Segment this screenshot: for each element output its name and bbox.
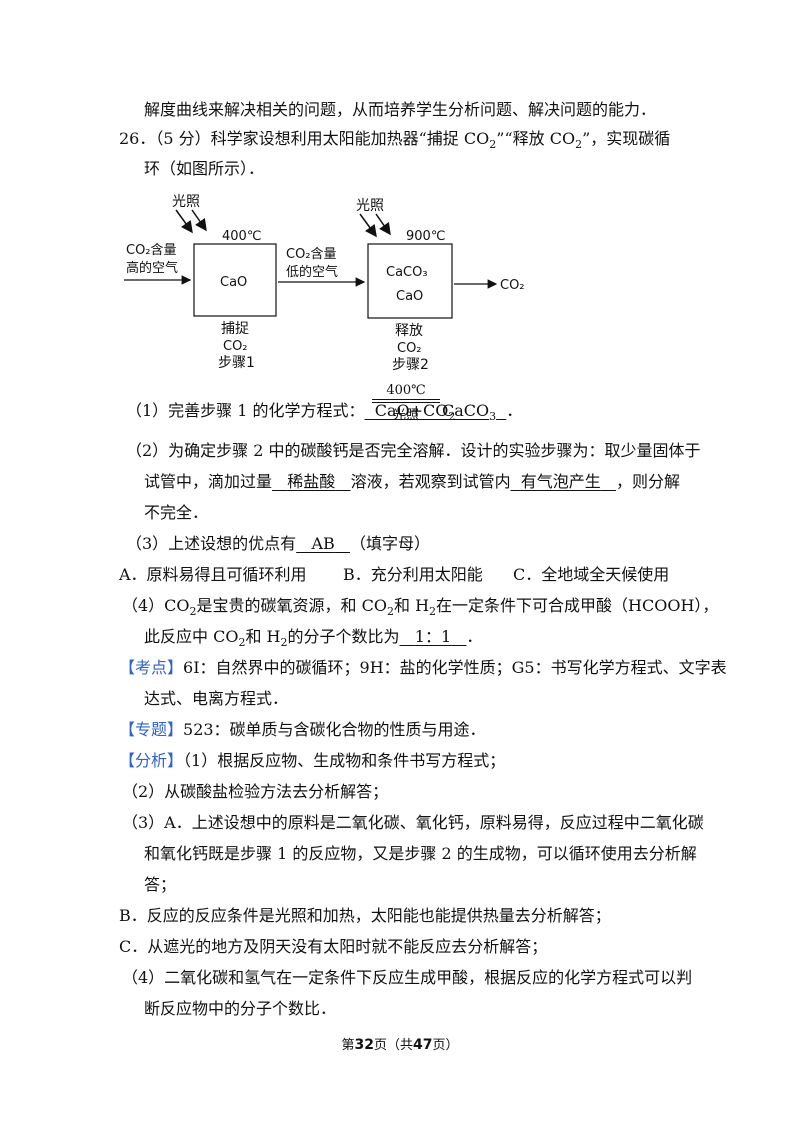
text-line: （3）A．上述设想中的原料是二氧化碳、氧化钙，原料易得，反应过程中二氧化碳: [122, 813, 704, 832]
text-line: 不完全．: [144, 503, 209, 522]
fenxi: 【分析】（1）根据反应物、生成物和条件书写方程式；: [119, 751, 506, 770]
release-box-label: CaCO₃: [386, 265, 428, 280]
step1-label: 捕捉: [221, 321, 249, 337]
option-b: B．充分利用太阳能: [343, 565, 483, 584]
part-1: （1）完善步骤 1 的化学方程式： CaO+CO2: [126, 401, 456, 424]
part-3: （3）上述设想的优点有 AB （填字母）: [126, 534, 431, 553]
text-line: 环（如图所示）．: [144, 159, 265, 178]
light-arrow: [375, 213, 391, 236]
page-footer: 第32页（共47页）: [341, 1037, 459, 1053]
zhuanti: 【专题】523：碳单质与含碳化合物的性质与用途．: [119, 720, 486, 739]
input-air-label: 高的空气: [126, 260, 178, 276]
text-line: 解度曲线来解决相关的问题，从而培养学生分析问题、解决问题的能力．: [144, 100, 657, 119]
text-line: （4）二氧化碳和氢气在一定条件下反应生成甲酸，根据反应的化学方程式可以判: [122, 968, 693, 987]
part-1-answer: CaCO3 ．: [442, 401, 523, 424]
kaodian: 【考点】6I：自然界中的碳循环；9H：盐的化学性质；G5：书写化学方程式、文字表: [119, 658, 727, 677]
mid-air-label: 低的空气: [286, 264, 338, 280]
light-arrow: [175, 209, 193, 234]
part-4: 此反应中 CO2和 H2的分子个数比为 1：1 ．: [144, 627, 483, 650]
light-arrow: [191, 209, 207, 232]
text-line: 达式、电离方程式．: [144, 689, 289, 708]
step2-label: 步骤2: [392, 357, 429, 373]
light-arrow: [359, 213, 377, 238]
text-line: 和氧化钙既是步骤 1 的反应物，又是步骤 2 的生成物，可以循环使用去分析解: [144, 844, 697, 863]
text-line: B．反应的反应条件是光照和加热，太阳能也能提供热量去分析解答；: [119, 906, 611, 925]
capture-box-label: CaO: [220, 275, 247, 290]
part-2: 试管中，滴加过量 稀盐酸 溶液，若观察到试管内 有气泡产生 ，则分解: [144, 472, 681, 491]
carbon-cycle-diagram: 光照 400℃ CO₂含量 高的空气 CaO CO₂含量 低的空气 光照 900…: [124, 194, 525, 373]
release-box-label: CaO: [396, 289, 423, 304]
light-label-1: 光照: [172, 194, 200, 210]
input-air-label: CO₂含量: [126, 242, 177, 258]
capture-box: [193, 243, 277, 317]
text-line: （2）为确定步骤 2 中的碳酸钙是否完全溶解．设计的实验步骤为：取少量固体于: [126, 441, 701, 460]
option-c: C．全地域全天候使用: [513, 565, 670, 584]
text-line: 答；: [144, 875, 177, 894]
step2-label: CO₂: [397, 341, 422, 356]
equals-line: [372, 399, 440, 400]
temp-label-2: 900℃: [406, 229, 445, 244]
step1-label: CO₂: [223, 339, 248, 354]
step2-label: 释放: [395, 323, 423, 339]
reaction-condition: 400℃ 光照: [372, 383, 440, 423]
release-box: [367, 243, 453, 319]
text-line: C．从遮光的地方及阴天没有太阳时就不能反应去分析解答；: [119, 937, 548, 956]
output-label: CO₂: [500, 278, 525, 293]
question-26-heading: 26．（5 分）科学家设想利用太阳能加热器“捕捉 CO2”“释放 CO2”，实现…: [119, 129, 671, 152]
text-line: （2）从碳酸盐检验方法去分析解答；: [122, 782, 389, 801]
option-a: A．原料易得且可循环利用: [119, 565, 307, 584]
equals-line: [372, 402, 440, 403]
mid-air-label: CO₂含量: [286, 246, 337, 262]
text-line: 断反应物中的分子个数比．: [144, 999, 337, 1018]
step1-label: 步骤1: [218, 355, 255, 371]
light-label-2: 光照: [356, 198, 384, 214]
temp-label-1: 400℃: [222, 229, 261, 244]
part-4: （4）CO2是宝贵的碳氧资源，和 CO2和 H2在一定条件下可合成甲酸（HCOO…: [122, 596, 719, 619]
